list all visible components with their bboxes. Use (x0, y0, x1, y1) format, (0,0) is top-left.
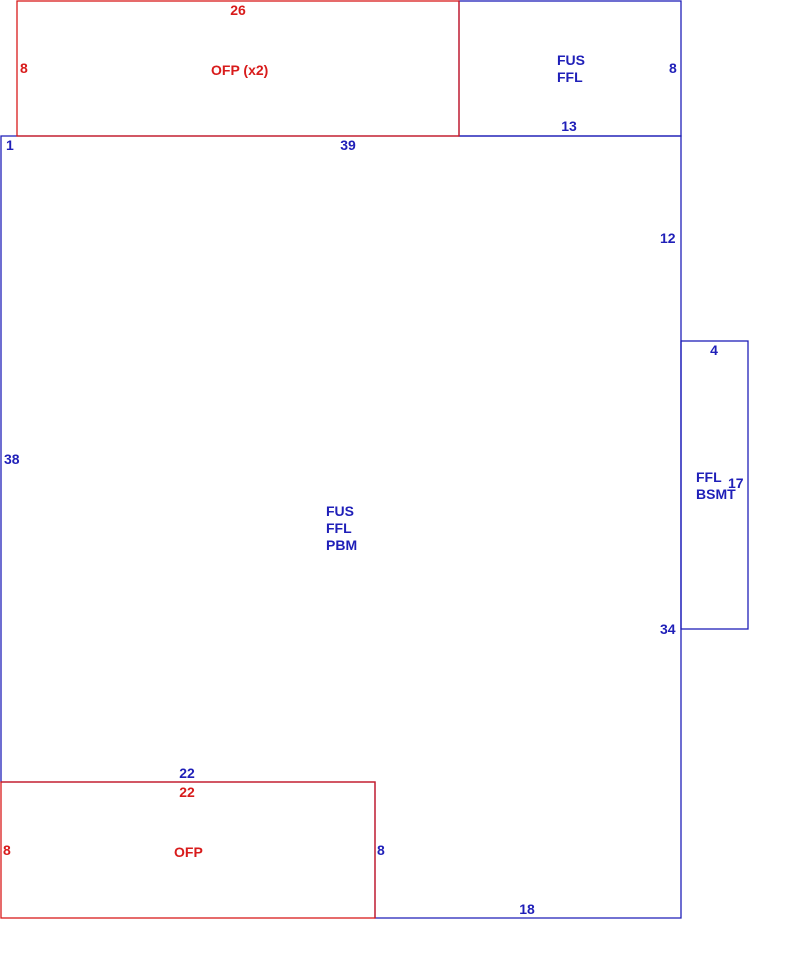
side-dim-right: 17 (728, 475, 744, 491)
side-code-2: BSMT (696, 486, 736, 502)
upper-right-code-1: FUS (557, 52, 585, 68)
main-dim-right-lower: 34 (660, 621, 676, 637)
upper-right-dim-right: 8 (669, 60, 677, 76)
bottom-porch-outline (0, 781, 376, 919)
top-porch-dim-top: 26 (230, 2, 246, 18)
bottom-porch-dim-left: 8 (3, 842, 11, 858)
main-dim-notch-top: 22 (179, 765, 195, 781)
side-dim-top: 4 (710, 342, 718, 358)
top-porch-label: OFP (x2) (211, 62, 268, 78)
upper-right-code-2: FFL (557, 69, 583, 85)
main-dim-left: 38 (4, 451, 20, 467)
main-code-2: FFL (326, 520, 352, 536)
main-dim-notch-right: 8 (377, 842, 385, 858)
bottom-porch-label: OFP (174, 844, 203, 860)
main-dim-top: 39 (340, 137, 356, 153)
upper-right-dim-bottom: 13 (561, 118, 577, 134)
main-dim-bottom: 18 (519, 901, 535, 917)
main-dim-right-upper: 12 (660, 230, 676, 246)
main-dim-top-left: 1 (6, 137, 14, 153)
top-porch-outline (16, 0, 460, 137)
bottom-porch-dim-top: 22 (179, 784, 195, 800)
main-code-1: FUS (326, 503, 354, 519)
main-code-3: PBM (326, 537, 357, 553)
side-section-outline (680, 340, 749, 630)
top-porch-dim-left: 8 (20, 60, 28, 76)
side-code-1: FFL (696, 469, 722, 485)
